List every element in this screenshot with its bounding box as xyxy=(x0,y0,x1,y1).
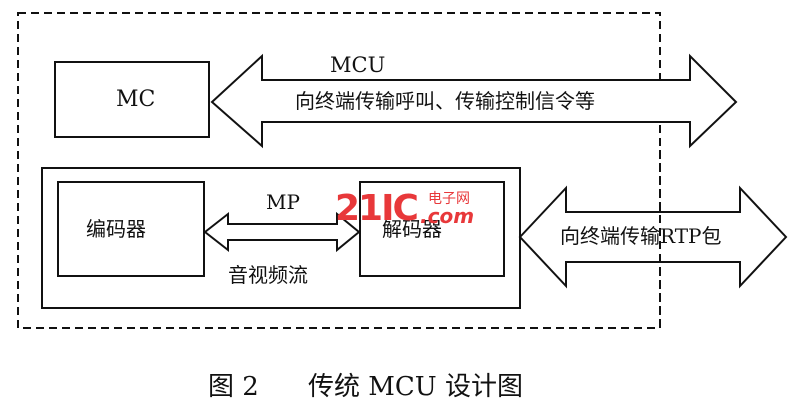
mp-double-arrow xyxy=(203,211,361,253)
encoder-label: 编码器 xyxy=(86,217,146,241)
decoder-label: 解码器 xyxy=(382,217,442,241)
watermark-logo: 21IC xyxy=(335,188,419,229)
decoder-box xyxy=(359,181,505,277)
watermark-chinese: 电子网 xyxy=(428,191,470,207)
rtp-arrow-text: 向终端传输RTP包 xyxy=(560,224,722,248)
mc-arrow-text: 向终端传输呼叫、传输控制信令等 xyxy=(295,89,595,113)
stream-label: 音视频流 xyxy=(228,263,308,287)
figure-title: 传统 MCU 设计图 xyxy=(308,372,523,402)
mc-box xyxy=(54,61,210,138)
figure-number: 图 2 xyxy=(208,372,259,402)
mp-label: MP xyxy=(266,190,300,214)
encoder-box xyxy=(57,181,205,277)
watermark-domain: .com xyxy=(420,204,475,228)
mcu-label: MCU xyxy=(330,53,386,77)
mc-double-arrow xyxy=(210,53,738,149)
mc-label: MC xyxy=(116,87,156,112)
rtp-double-arrow xyxy=(518,185,788,289)
